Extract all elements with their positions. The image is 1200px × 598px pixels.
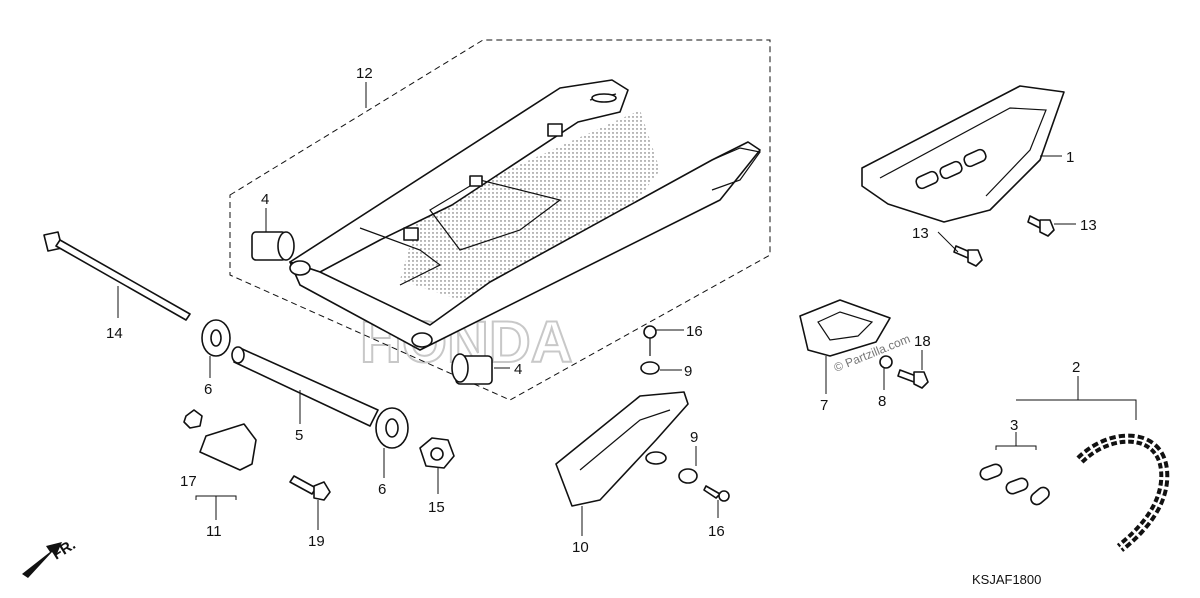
screw-16-lower[interactable] — [703, 485, 730, 502]
screw-16-upper[interactable] — [643, 325, 657, 356]
pivot-nut[interactable] — [419, 437, 455, 469]
callout-7: 7 — [820, 397, 828, 414]
callout-14: 14 — [106, 325, 123, 342]
callout-8: 8 — [878, 393, 886, 410]
callout-10: 10 — [572, 539, 589, 556]
callout-4-upper: 4 — [261, 191, 269, 208]
bushing-upper[interactable] — [251, 231, 295, 261]
bolt-19[interactable] — [289, 475, 331, 501]
pivot-collar[interactable] — [231, 346, 379, 427]
bushing-lower[interactable] — [451, 353, 493, 385]
bolt-13-lower[interactable] — [953, 245, 983, 267]
bolt-18[interactable] — [897, 369, 929, 389]
chain-slider[interactable] — [555, 391, 689, 507]
washer-8[interactable] — [879, 355, 893, 369]
callout-5: 5 — [295, 427, 303, 444]
pivot-bolt[interactable] — [43, 231, 191, 321]
callout-13-upper: 13 — [1080, 217, 1097, 234]
nut-17[interactable] — [183, 409, 203, 429]
diagram-code: KSJAF1800 — [972, 572, 1041, 587]
callout-2: 2 — [1072, 359, 1080, 376]
chain-case[interactable] — [861, 85, 1065, 223]
callout-18: 18 — [914, 333, 931, 350]
callout-12: 12 — [356, 65, 373, 82]
dust-seal-right[interactable] — [375, 407, 409, 449]
callout-11: 11 — [206, 523, 222, 540]
callout-17: 17 — [180, 473, 197, 490]
callout-1: 1 — [1066, 149, 1074, 166]
callout-13-lower: 13 — [912, 225, 929, 242]
collar-9-upper[interactable] — [640, 361, 660, 375]
callout-6-left: 6 — [204, 381, 212, 398]
front-direction-label: FR. — [49, 536, 79, 563]
callout-9-upper: 9 — [684, 363, 692, 380]
callout-16-upper: 16 — [686, 323, 703, 340]
callout-6-right: 6 — [378, 481, 386, 498]
bolt-13-upper[interactable] — [1027, 215, 1055, 237]
callout-19: 19 — [308, 533, 325, 550]
dust-seal-left[interactable] — [201, 319, 231, 357]
plate-11[interactable] — [199, 423, 257, 471]
drive-chain[interactable] — [1076, 433, 1170, 552]
front-arrow-icon — [22, 542, 62, 578]
swingarm[interactable] — [289, 79, 762, 351]
callout-16-lower: 16 — [708, 523, 725, 540]
callout-4-lower: 4 — [514, 361, 522, 378]
chain-guide-7[interactable] — [799, 299, 891, 357]
chain-joint[interactable] — [979, 463, 1052, 507]
callout-15: 15 — [428, 499, 445, 516]
callout-3: 3 — [1010, 417, 1018, 434]
swingarm-assembly-box — [229, 39, 771, 401]
collar-9-lower[interactable] — [678, 468, 698, 484]
callout-9-lower: 9 — [690, 429, 698, 446]
